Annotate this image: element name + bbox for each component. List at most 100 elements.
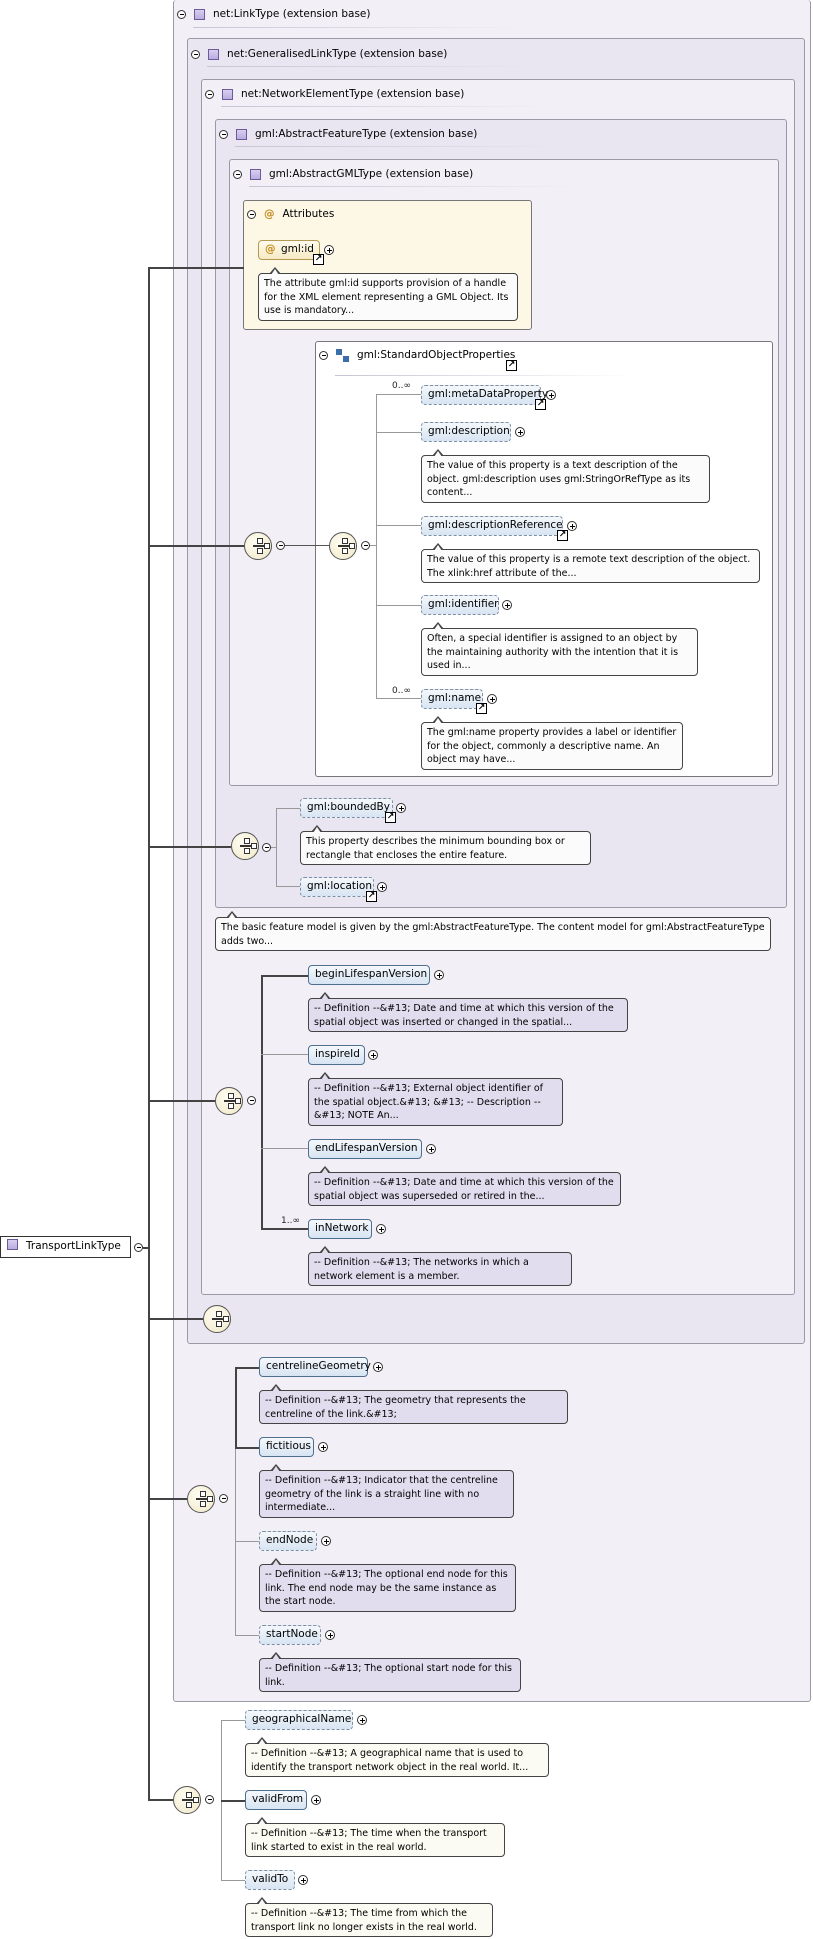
attribute-gml-id[interactable]: @ gml:id xyxy=(258,240,320,260)
expand-icon[interactable] xyxy=(318,1442,328,1452)
expand-icon[interactable] xyxy=(376,1224,386,1234)
connector xyxy=(148,1498,187,1500)
element-centrelinegeometry[interactable]: centrelineGeometry xyxy=(259,1357,371,1377)
expand-icon[interactable] xyxy=(368,1050,378,1060)
endlifespanversion-doc: -- Definition --&#13; Date and time at w… xyxy=(308,1166,621,1206)
sequence-icon[interactable] xyxy=(244,532,272,560)
sequence-node xyxy=(186,1792,192,1798)
collapse-icon[interactable] xyxy=(219,1494,228,1503)
expand-icon[interactable] xyxy=(298,1875,308,1885)
expand-icon[interactable] xyxy=(321,1536,331,1546)
doc-text: -- Definition --&#13; The geometry that … xyxy=(265,1395,526,1420)
expand-icon[interactable] xyxy=(502,600,512,610)
collapse-icon[interactable] xyxy=(219,129,228,139)
element-gml-boundedby[interactable]: gml:boundedBy xyxy=(300,798,393,818)
sequence-node xyxy=(186,1802,192,1808)
sequence-icon[interactable] xyxy=(173,1786,201,1814)
root-type-transportlinktype[interactable]: TransportLinkType xyxy=(0,1236,131,1258)
element-geographicalname[interactable]: geographicalName xyxy=(245,1710,353,1730)
reference-icon: ↗ xyxy=(313,254,324,265)
element-startnode[interactable]: startNode xyxy=(259,1625,321,1645)
networkelementtype-header[interactable]: net:NetworkElementType (extension base) xyxy=(205,86,464,102)
attributes-header[interactable]: @ Attributes xyxy=(247,206,334,222)
sequence-node xyxy=(257,538,263,544)
expand-icon[interactable] xyxy=(434,970,444,980)
element-gml-description[interactable]: gml:description xyxy=(421,422,511,442)
element-inspireid[interactable]: inspireId xyxy=(308,1045,365,1065)
collapse-icon[interactable] xyxy=(276,541,285,550)
element-gml-descriptionreference[interactable]: gml:descriptionReference xyxy=(421,516,563,536)
doc-text: -- Definition --&#13; Date and time at w… xyxy=(314,1177,614,1202)
expand-icon[interactable] xyxy=(311,1795,321,1805)
reference-icon: ↗ xyxy=(476,703,487,714)
attribute-label: gml:id xyxy=(281,243,314,255)
element-gml-location[interactable]: gml:location xyxy=(300,877,374,897)
sequence-icon[interactable] xyxy=(187,1485,215,1513)
sequence-icon[interactable] xyxy=(203,1305,231,1333)
connector xyxy=(376,698,421,700)
collapse-icon[interactable] xyxy=(205,89,214,99)
connector xyxy=(148,1318,203,1320)
element-beginlifespanversion[interactable]: beginLifespanVersion xyxy=(308,965,430,985)
sequence-icon[interactable] xyxy=(215,1087,243,1115)
collapse-icon[interactable] xyxy=(191,49,200,59)
group-title: gml:StandardObjectProperties xyxy=(357,349,516,361)
expand-icon[interactable] xyxy=(357,1715,367,1725)
expand-icon[interactable] xyxy=(396,803,406,813)
element-fictitious[interactable]: fictitious xyxy=(259,1437,314,1457)
element-endnode[interactable]: endNode xyxy=(259,1531,317,1551)
sequence-icon[interactable] xyxy=(231,832,259,860)
element-label: gml:boundedBy xyxy=(307,801,390,813)
expand-icon[interactable] xyxy=(325,1630,335,1640)
collapse-icon[interactable] xyxy=(247,209,256,219)
element-gml-metadataproperty[interactable]: gml:metaDataProperty xyxy=(421,385,548,405)
linktype-header[interactable]: net:LinkType (extension base) xyxy=(177,6,370,22)
expand-icon[interactable] xyxy=(487,694,497,704)
standard-object-properties-header[interactable]: gml:StandardObjectProperties xyxy=(319,347,515,363)
generalisedlinktype-header[interactable]: net:GeneralisedLinkType (extension base) xyxy=(191,46,447,62)
validto-doc: -- Definition --&#13; The time from whic… xyxy=(245,1897,493,1937)
collapse-icon[interactable] xyxy=(134,1243,143,1252)
header-underline xyxy=(193,27,523,28)
sequence-icon[interactable] xyxy=(329,532,357,560)
abstractgmltype-header[interactable]: gml:AbstractGMLType (extension base) xyxy=(233,166,473,182)
sequence-node xyxy=(257,548,263,554)
collapse-icon[interactable] xyxy=(319,350,328,360)
sequence-node xyxy=(228,1103,234,1109)
connector xyxy=(235,1635,259,1637)
gml-description-doc: The value of this property is a text des… xyxy=(421,449,710,503)
element-innetwork[interactable]: inNetwork xyxy=(308,1219,372,1239)
expand-icon[interactable] xyxy=(567,521,577,531)
expand-icon[interactable] xyxy=(515,427,525,437)
header-underline xyxy=(335,375,635,376)
expand-icon[interactable] xyxy=(426,1144,436,1154)
collapse-icon[interactable] xyxy=(247,1096,256,1105)
element-label: validFrom xyxy=(252,1793,304,1805)
collapse-icon[interactable] xyxy=(361,541,370,550)
doc-text: This property describes the minimum boun… xyxy=(306,836,565,861)
expand-icon[interactable] xyxy=(373,1362,383,1372)
connector xyxy=(261,975,263,1228)
element-gml-identifier[interactable]: gml:identifier xyxy=(421,595,499,615)
connector xyxy=(235,1541,259,1543)
connector xyxy=(370,545,377,547)
element-validto[interactable]: validTo xyxy=(245,1870,295,1890)
element-validfrom[interactable]: validFrom xyxy=(245,1790,307,1810)
element-gml-name[interactable]: gml:name xyxy=(421,689,483,709)
connector xyxy=(376,395,378,698)
collapse-icon[interactable] xyxy=(262,843,271,852)
sequence-node xyxy=(200,1501,206,1507)
abstractgmltype-title: gml:AbstractGMLType (extension base) xyxy=(269,168,474,180)
connector xyxy=(261,1054,308,1056)
collapse-icon[interactable] xyxy=(205,1795,214,1804)
sequence-node xyxy=(235,1098,241,1104)
element-label: endLifespanVersion xyxy=(315,1142,418,1154)
expand-icon[interactable] xyxy=(324,245,334,255)
abstractfeaturetype-header[interactable]: gml:AbstractFeatureType (extension base) xyxy=(219,126,477,142)
element-endlifespanversion[interactable]: endLifespanVersion xyxy=(308,1139,422,1159)
collapse-icon[interactable] xyxy=(177,9,186,19)
expand-icon[interactable] xyxy=(546,390,556,400)
collapse-icon[interactable] xyxy=(233,169,242,179)
expand-icon[interactable] xyxy=(377,882,387,892)
sequence-node xyxy=(200,1491,206,1497)
